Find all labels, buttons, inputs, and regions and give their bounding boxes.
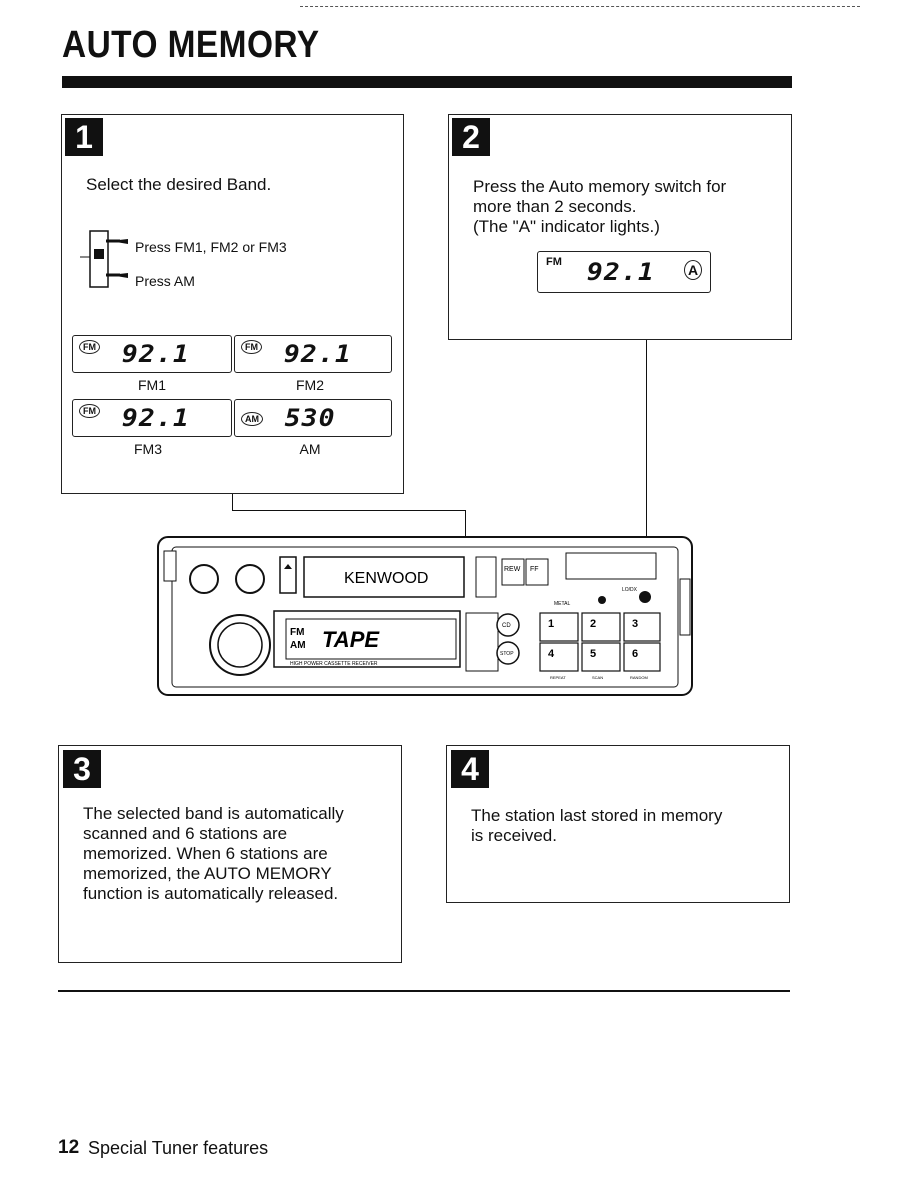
step-1-box: 1 Select the desired Band. Press FM1, FM… [61,114,404,494]
lcd-label-fm3: FM3 [134,441,162,457]
switch-label-fm: Press FM1, FM2 or FM3 [135,239,287,255]
step-2-text: Press the Auto memory switch for more th… [473,177,727,236]
step-2-number: 2 [452,118,490,156]
lodx-label: LO/DX [622,587,638,593]
frequency-readout: 92.1 [283,340,352,368]
step-1-number: 1 [65,118,103,156]
step-3-number: 3 [63,750,101,788]
frequency-readout: 92.1 [121,340,190,368]
band-switch-illustration [80,230,128,288]
fm-indicator: FM [546,256,562,268]
lcd-fm3: FM 92.1 [72,399,232,437]
preset-caption-random: RANDOM [630,675,648,680]
step-3-box: 3 The selected band is automatically sca… [58,745,402,963]
footer-rule [58,990,790,992]
radio-band-am: AM [290,640,306,651]
preset-caption-scan: SCAN [592,675,603,680]
lcd-am: AM 530 [234,399,392,437]
step-4-text: The station last stored in memory is rec… [471,806,723,845]
ff-button-label: FF [530,566,539,573]
section-title: Special Tuner features [88,1138,269,1158]
title-rule [62,76,792,88]
lcd-label-fm2: FM2 [296,377,324,393]
cd-button-label: CD [502,623,511,629]
step-1-text: Select the desired Band. [86,175,272,194]
radio-band-fm: FM [290,627,304,638]
step-2-box: 2 Press the Auto memory switch for more … [448,114,792,340]
step-4-box: 4 The station last stored in memory is r… [446,745,790,903]
brand-logo: KENWOOD [344,570,428,587]
switch-label-am: Press AM [135,273,195,289]
preset-caption-repeat: REPEAT [550,675,566,680]
stop-button-label: STOP [500,651,514,657]
step-3-text: The selected band is automatically scann… [83,804,344,903]
connector-step1-h [232,494,233,510]
page-title: AUTO MEMORY [62,24,320,66]
preset-2: 2 [590,618,596,630]
preset-1: 1 [548,618,554,630]
page-number: 12 [58,1137,80,1158]
preset-5: 5 [590,648,596,660]
frequency-readout: 530 [284,404,336,432]
preset-3: 3 [632,618,638,630]
lcd-auto-memory: FM 92.1 A [537,251,711,293]
am-indicator: AM [241,412,263,426]
car-radio-illustration: KENWOOD TAPE FM AM HIGH POWER CASSETTE R… [157,536,693,696]
radio-display-text: TAPE [322,627,380,652]
connector-step1-h2 [232,510,465,511]
radio-caption: HIGH POWER CASSETTE RECEIVER [290,661,378,667]
top-dashed-rule [300,6,860,7]
lcd-fm2: FM 92.1 [234,335,392,373]
lcd-label-fm1: FM1 [138,377,166,393]
fm-indicator: FM [79,340,100,354]
frequency-readout: 92.1 [586,258,655,286]
preset-6: 6 [632,648,638,660]
metal-label: METAL [554,601,571,607]
step-4-number: 4 [451,750,489,788]
lcd-fm1: FM 92.1 [72,335,232,373]
auto-indicator: A [684,260,703,280]
connector-step2-v [646,340,647,598]
rew-button-label: REW [504,566,521,573]
lcd-label-am: AM [299,441,321,457]
frequency-readout: 92.1 [121,404,190,432]
preset-4: 4 [548,648,555,660]
fm-indicator: FM [241,340,262,354]
fm-indicator: FM [79,404,100,418]
